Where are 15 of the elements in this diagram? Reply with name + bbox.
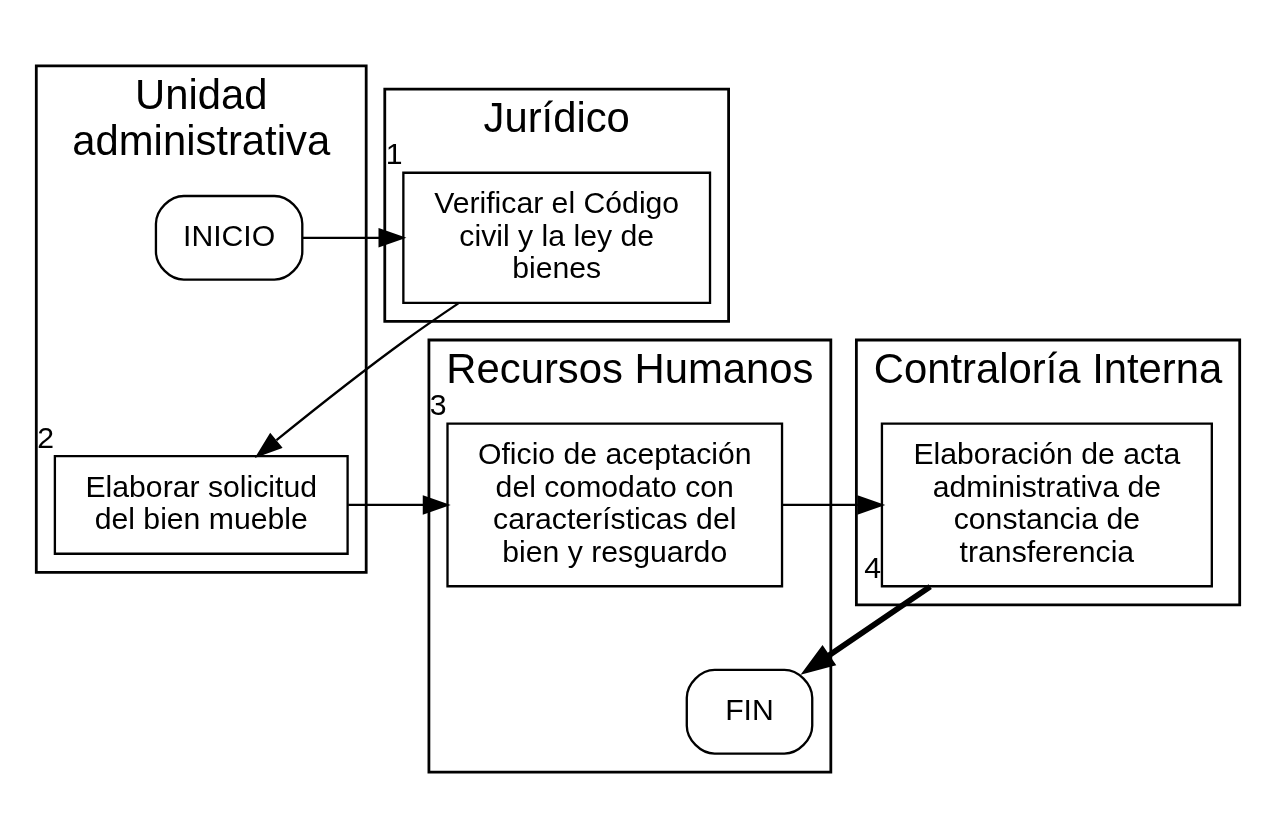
node-box: Verificar el Código civil y la ley de bienes (402, 171, 712, 304)
node-label: 2 (37, 420, 54, 454)
arrow (348, 494, 451, 515)
arrow (254, 301, 459, 458)
node-box: FIN (685, 668, 814, 755)
node-label: 4 (864, 550, 882, 584)
arrow (302, 227, 407, 248)
arrow (800, 583, 932, 675)
node-box: INICIO (154, 194, 304, 281)
node-box: Elaboración de acta administrativa de constancia de transferencia (880, 422, 1213, 587)
node-label: 3 (429, 387, 447, 421)
node-box: Oficio de aceptación del comodato con características del bien y resguardo (446, 422, 784, 587)
node-label: 1 (385, 136, 403, 170)
arrow (782, 494, 886, 515)
node-box: Elaborar solicitud del bien mueble (53, 454, 349, 555)
